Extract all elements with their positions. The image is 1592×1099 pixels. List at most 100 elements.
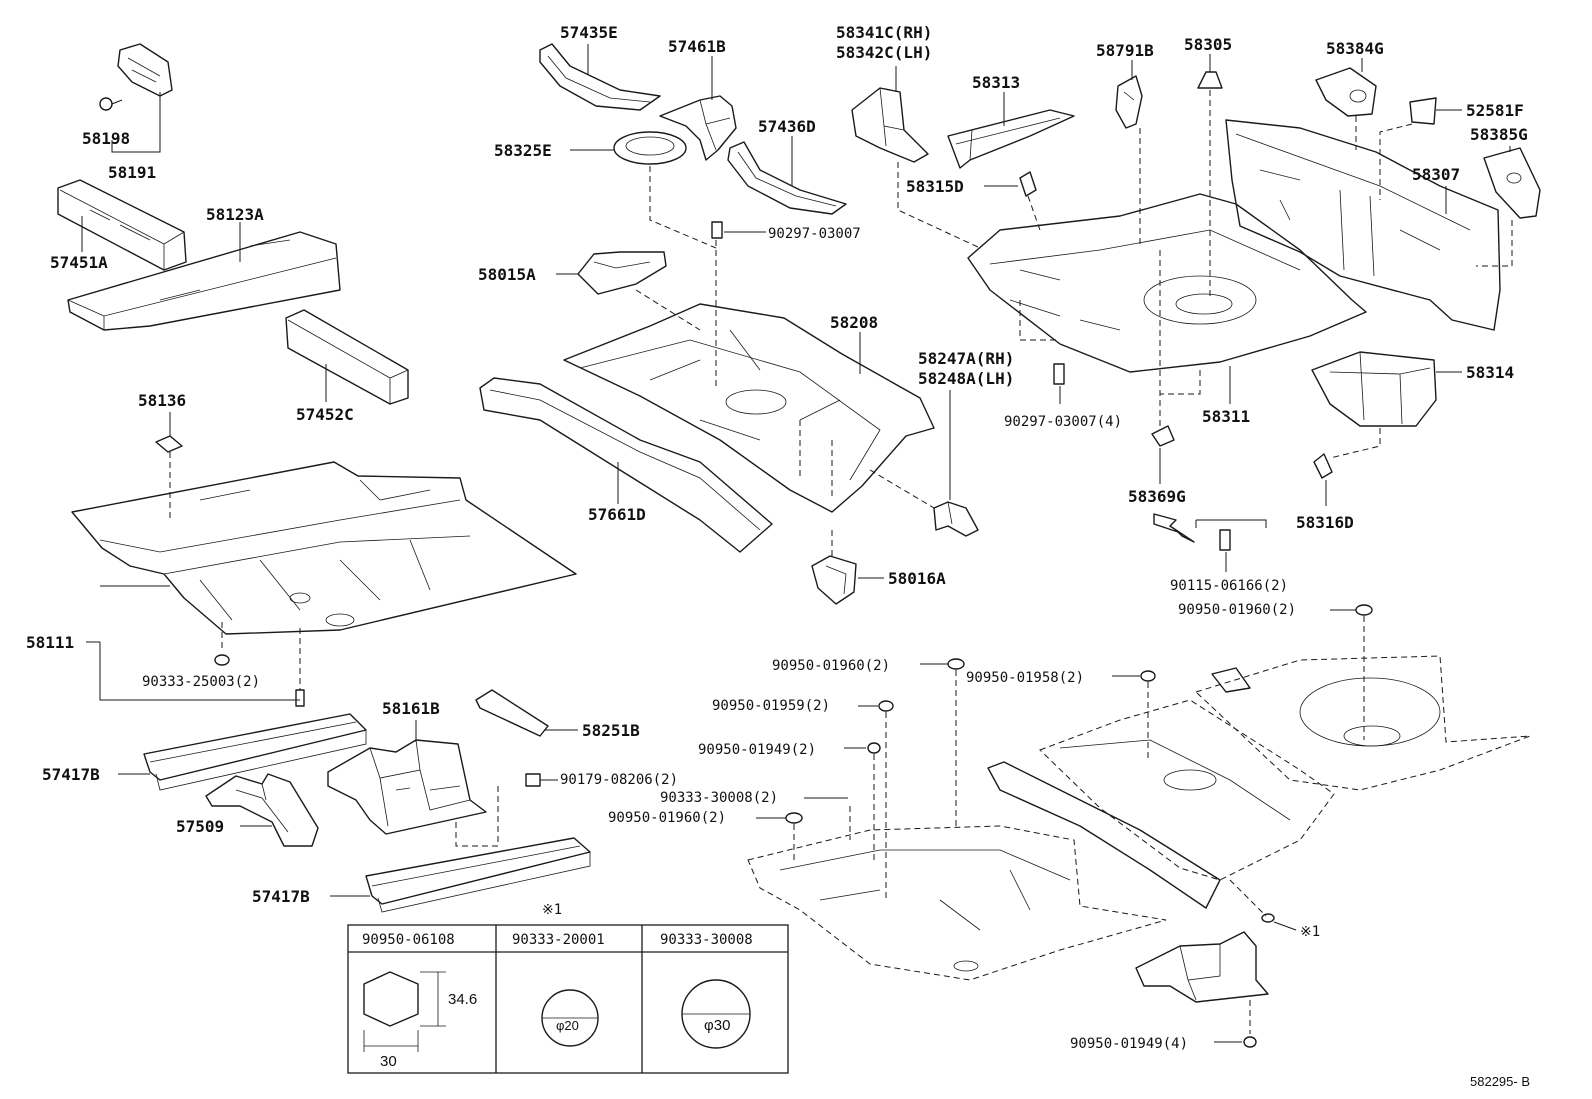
grommet-90950-01949-a [867,742,881,754]
grommet-90950-01959 [878,700,894,712]
label-90297-03007: 90297-03007 [768,226,861,242]
leader-note [1273,921,1297,931]
part-58305-drawing [1197,71,1223,89]
label-58316D: 58316D [1296,513,1354,532]
dash-center [799,420,833,500]
dash-58385G [1476,220,1513,267]
part-58208-drawing [563,303,935,513]
label-58251B: 58251B [582,721,640,740]
bolt-90297-03007 [711,221,723,239]
part-90179-08206-drawing [525,773,541,787]
label-58123A: 58123A [206,205,264,224]
label-58325E: 58325E [494,141,552,160]
label-57417B-upper: 57417B [42,765,100,784]
part-rear-bracket-drawing [1135,931,1269,1003]
part-58369G-drawing [1151,425,1175,447]
label-58313: 58313 [972,73,1020,92]
label-57452C: 57452C [296,405,354,424]
label-57451A: 57451A [50,253,108,272]
dash-58311 [1019,300,1201,395]
part-58191-drawing [117,43,173,97]
dim-width: 30 [380,1053,397,1070]
dash-58015A [635,289,701,331]
label-58248A: 58248A(LH) [918,369,1014,388]
part-58325E-drawing [613,131,687,165]
label-58191: 58191 [108,163,156,182]
table-header-1: 90950-06108 [362,932,455,948]
assembled-rear-floor [1195,655,1531,791]
part-57451A-drawing [57,179,187,271]
label-58314: 58314 [1466,363,1514,382]
dash-58341C [897,162,981,249]
label-58385G: 58385G [1470,125,1528,144]
dash-note [1229,879,1267,917]
part-58341C-drawing [851,87,929,163]
part-58136-drawing [155,435,183,453]
part-58251B-drawing [475,689,549,737]
part-58016A-drawing [811,555,857,605]
dash-58315D [1027,195,1041,231]
part-58311-drawing [967,193,1367,373]
label-58369G: 58369G [1128,487,1186,506]
hex-nut-icon [363,971,419,1027]
label-58247A: 58247A(RH) [918,349,1014,368]
dia-small: φ20 [556,1018,579,1033]
label-90333-30008: 90333-30008(2) [660,790,778,806]
bolt-90333-25003 [295,689,305,707]
label-90179-08206: 90179-08206(2) [560,772,678,788]
part-90333-25003-drawing [214,654,230,666]
label-57661D: 57661D [588,505,646,524]
label-58198: 58198 [82,129,130,148]
label-58208: 58208 [830,313,878,332]
part-57417B-lower-drawing [365,837,591,913]
dash-52581F [1379,123,1413,200]
part-58315D-drawing [1019,171,1037,197]
label-90115-06166: 90115-06166(2) [1170,578,1288,594]
diagram-code: 582295- B [1470,1074,1530,1089]
grommet-90950-01960-c [785,812,803,824]
part-57461B-drawing [659,95,737,161]
part-58198-drawing [99,97,123,111]
part-58385G-drawing [1483,147,1541,219]
part-58015A-drawing [577,251,667,295]
table-header-3: 90333-30008 [660,932,753,948]
part-58307-drawing [1225,119,1501,331]
label-57509: 57509 [176,817,224,836]
fastener-table: 90950-06108 90333-20001 90333-30008 34.6… [347,924,789,1074]
dash-58247A [869,469,935,509]
plug-note-icon [1261,913,1275,923]
note-mark-table: ※1 [542,902,562,918]
note-mark-floor: ※1 [1300,924,1320,940]
label-57417B-lower: 57417B [252,887,310,906]
label-58311: 58311 [1202,407,1250,426]
table-header-2: 90333-20001 [512,932,605,948]
label-52581F: 52581F [1466,101,1524,120]
label-90950-01959: 90950-01959(2) [712,698,830,714]
part-58384G-drawing [1315,67,1377,117]
label-90950-01960-a: 90950-01960(2) [1178,602,1296,618]
label-57435E: 57435E [560,23,618,42]
grommet-90950-01960-a [1355,604,1373,616]
bolt-90297-03007-4 [1053,363,1065,385]
label-58342C: 58342C(LH) [836,43,932,62]
part-58247A-drawing [933,501,979,537]
part-58123A-drawing [67,231,341,331]
part-57435E-drawing [539,43,661,111]
part-57436D-drawing [727,141,847,215]
dia-large: φ30 [704,1017,730,1034]
part-57661D-drawing [479,377,773,553]
label-57461B: 57461B [668,37,726,56]
part-57452C-drawing [285,309,409,405]
part-58161B-drawing [327,739,487,835]
label-58307: 58307 [1412,165,1460,184]
label-58161B: 58161B [382,699,440,718]
label-90950-01949-a: 90950-01949(2) [698,742,816,758]
dash-58314 [1329,428,1381,459]
label-58015A: 58015A [478,265,536,284]
dim-height: 34.6 [448,991,477,1008]
label-58384G: 58384G [1326,39,1384,58]
label-90950-01960-b: 90950-01960(2) [772,658,890,674]
direction-arrow-icon [1153,513,1195,543]
bracket-90115 [1195,519,1267,528]
